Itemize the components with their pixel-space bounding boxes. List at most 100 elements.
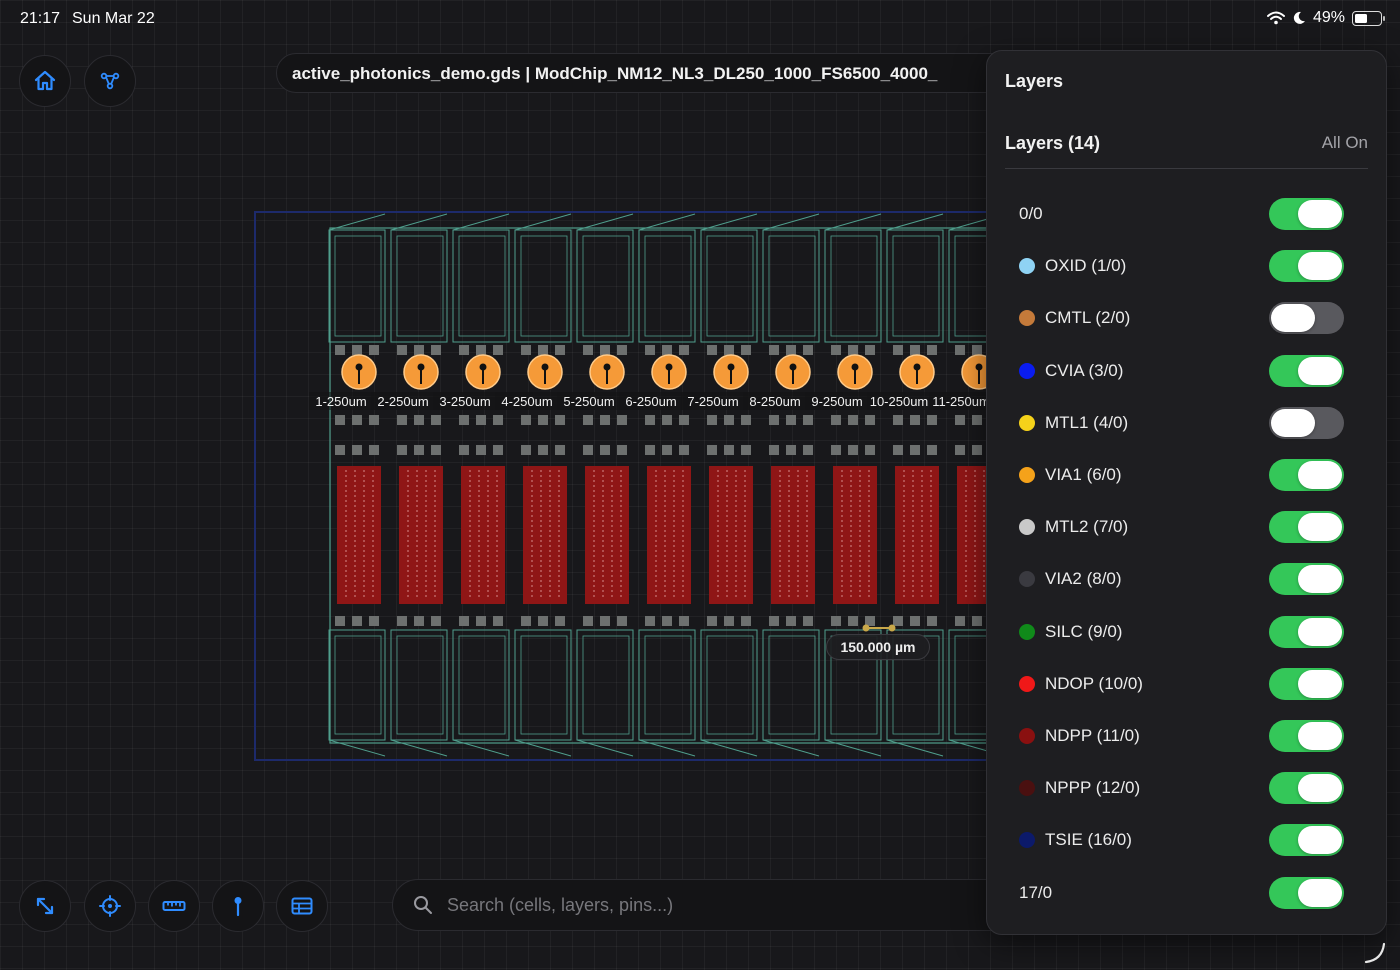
bond-pad (769, 415, 779, 425)
bond-pad (972, 445, 982, 455)
layer-visibility-toggle[interactable] (1269, 198, 1344, 230)
bond-pad (645, 415, 655, 425)
fit-view-icon (36, 897, 54, 915)
layer-color-swatch (1019, 675, 1035, 692)
bond-pad (741, 445, 751, 455)
ruler-button[interactable] (148, 880, 200, 932)
bond-pad (493, 345, 503, 355)
bond-pad (893, 445, 903, 455)
bond-pad (972, 616, 982, 626)
bond-pad (955, 445, 965, 455)
layer-color-swatch (1019, 728, 1035, 744)
bond-pad (848, 345, 858, 355)
layer-visibility-toggle[interactable] (1269, 772, 1344, 805)
layer-label: OXID (1/0) (1045, 256, 1127, 276)
layer-visibility-toggle[interactable] (1269, 354, 1344, 387)
bond-pad (555, 415, 565, 425)
home-button[interactable] (19, 55, 71, 107)
pin-marker-icon (727, 363, 735, 371)
file-title: active_photonics_demo.gds | ModChip_NM12… (276, 53, 1106, 93)
search-icon (414, 896, 432, 914)
layer-label: 0/0 (1019, 204, 1043, 223)
status-time: 21:17 (20, 10, 61, 27)
modulator-electrode (895, 466, 939, 604)
layer-row: OXID (1/0) (987, 240, 1386, 292)
layer-visibility-toggle[interactable] (1269, 250, 1344, 283)
bond-pad (476, 445, 486, 455)
pin-marker-icon (665, 363, 673, 371)
modulator-electrode (771, 466, 815, 604)
layers-count: Layers (14) (1005, 133, 1101, 153)
toggle-knob (1271, 304, 1315, 333)
waveguide-taper (824, 739, 882, 757)
layer-visibility-toggle[interactable] (1269, 459, 1344, 491)
status-date: Sun Mar 22 (72, 10, 155, 27)
bond-pad (645, 445, 655, 455)
bond-pad (521, 415, 531, 425)
modulator-electrode (461, 466, 505, 604)
pin-marker-icon (541, 363, 549, 371)
layer-visibility-toggle[interactable] (1269, 563, 1344, 596)
bond-pad (352, 445, 362, 455)
layer-visibility-toggle[interactable] (1269, 667, 1344, 700)
toggle-knob (1298, 565, 1342, 594)
bond-pad (397, 345, 407, 355)
layer-visibility-toggle[interactable] (1269, 876, 1344, 909)
waveguide-segment (700, 629, 758, 741)
hierarchy-button[interactable] (84, 55, 136, 107)
pin-marker-icon (789, 363, 797, 371)
waveguide-taper (700, 213, 758, 231)
resize-handle-icon[interactable] (1364, 942, 1386, 964)
layer-row: SILC (9/0) (987, 606, 1386, 658)
layer-visibility-toggle[interactable] (1269, 511, 1344, 544)
bond-pad (769, 345, 779, 355)
waveguide-taper (824, 213, 882, 231)
layer-visibility-toggle[interactable] (1269, 824, 1344, 857)
bond-pad (955, 415, 965, 425)
search-input[interactable] (447, 894, 1007, 916)
layer-label: NDOP (10/0) (1045, 673, 1143, 693)
bond-pad (538, 415, 548, 425)
pin-button[interactable] (212, 880, 264, 932)
crosshair-button[interactable] (84, 880, 136, 932)
measure-endpoint (888, 624, 896, 632)
pin-marker-icon (603, 363, 611, 371)
bond-pad (369, 415, 379, 425)
waveguide-segment (824, 229, 882, 343)
bond-pad (414, 415, 424, 425)
bond-pad (848, 616, 858, 626)
layer-color-swatch (1019, 258, 1035, 275)
bond-pad (707, 345, 717, 355)
layer-visibility-toggle[interactable] (1269, 615, 1344, 648)
waveguide-taper (514, 213, 572, 231)
waveguide-segment (706, 635, 754, 735)
waveguide-taper (886, 213, 944, 231)
bond-pad (741, 415, 751, 425)
layers-header: Layers (14) All On (1005, 131, 1368, 169)
layer-color-swatch (1019, 467, 1035, 483)
bond-pad (910, 616, 920, 626)
bond-pad (724, 345, 734, 355)
toggle-knob (1298, 513, 1342, 542)
bond-pad (724, 415, 734, 425)
bond-pad (414, 445, 424, 455)
search-bar[interactable] (392, 879, 1092, 931)
bond-pad (476, 415, 486, 425)
fit-view-button[interactable] (19, 880, 71, 932)
layer-visibility-toggle[interactable] (1269, 720, 1344, 752)
layer-visibility-toggle[interactable] (1269, 302, 1344, 335)
waveguide-segment (644, 635, 692, 735)
waveguide-segment (452, 229, 510, 343)
layer-color-swatch (1019, 519, 1035, 536)
layer-color-swatch (1019, 780, 1035, 797)
bond-pad (803, 415, 813, 425)
status-indicators: 49% (1266, 9, 1385, 27)
layer-visibility-toggle[interactable] (1269, 406, 1344, 439)
table-button[interactable] (276, 880, 328, 932)
layer-row: TSIE (16/0) (987, 814, 1386, 866)
all-on-button[interactable]: All On (1321, 133, 1368, 152)
modulator-electrode (337, 466, 381, 604)
bond-pad (431, 345, 441, 355)
